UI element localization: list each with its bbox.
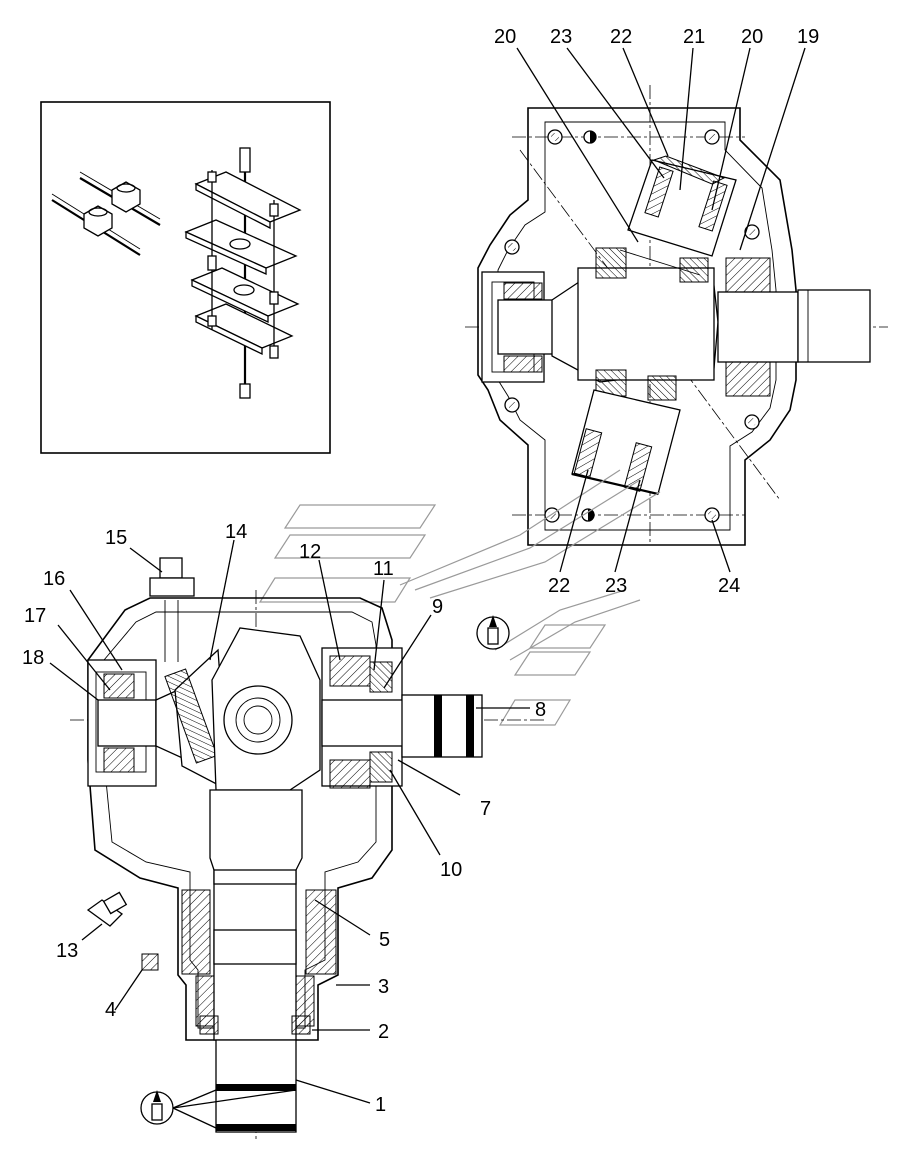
callout-21: 21 — [683, 26, 705, 48]
callout-17: 17 — [24, 605, 46, 627]
callout-20-a: 20 — [494, 26, 516, 48]
callout-5: 5 — [379, 929, 390, 951]
callout-24: 24 — [718, 575, 740, 597]
lower-gearbox-section — [70, 557, 545, 1140]
callout-3: 3 — [378, 976, 389, 998]
callout-19: 19 — [797, 26, 819, 48]
vent-plug — [149, 557, 195, 662]
callout-23-b: 23 — [605, 575, 627, 597]
wrench-tool — [51, 171, 161, 256]
callout-7: 7 — [480, 798, 491, 820]
leader-lines — [49, 47, 806, 1104]
tool-inset-frame — [40, 101, 331, 454]
upper-gearbox-section — [465, 85, 888, 546]
callout-labels: 20 23 22 21 20 19 22 23 24 15 14 12 11 9… — [22, 26, 819, 1116]
lower-inclined-shaft — [571, 389, 681, 496]
grease-tube-icon — [476, 615, 510, 650]
callout-9: 9 — [432, 596, 443, 618]
callout-22-a: 22 — [610, 26, 632, 48]
upper-housing-outline — [477, 107, 797, 546]
callout-10: 10 — [440, 859, 462, 881]
callout-22-b: 22 — [548, 575, 570, 597]
connection-guides — [258, 469, 661, 726]
callout-11: 11 — [373, 558, 394, 580]
callout-16: 16 — [43, 568, 65, 590]
callout-4: 4 — [105, 999, 116, 1021]
callout-18: 18 — [22, 647, 44, 669]
grease-tube-icon — [140, 1089, 297, 1129]
callout-1: 1 — [375, 1094, 386, 1116]
callout-13: 13 — [56, 940, 78, 962]
upper-inclined-shaft — [619, 155, 737, 276]
callout-20-b: 20 — [741, 26, 763, 48]
callout-8: 8 — [535, 699, 546, 721]
callout-12: 12 — [299, 541, 321, 563]
tool-inset — [40, 101, 331, 454]
callout-2: 2 — [378, 1021, 389, 1043]
callout-15: 15 — [105, 527, 127, 549]
set-screw — [141, 953, 159, 971]
housing-bolts — [504, 129, 760, 523]
callout-23-a: 23 — [550, 26, 572, 48]
lower-housing-outline — [87, 597, 393, 1041]
callout-14: 14 — [225, 521, 247, 543]
drain-plug — [86, 891, 128, 927]
bearing-puller-tool — [184, 147, 302, 399]
